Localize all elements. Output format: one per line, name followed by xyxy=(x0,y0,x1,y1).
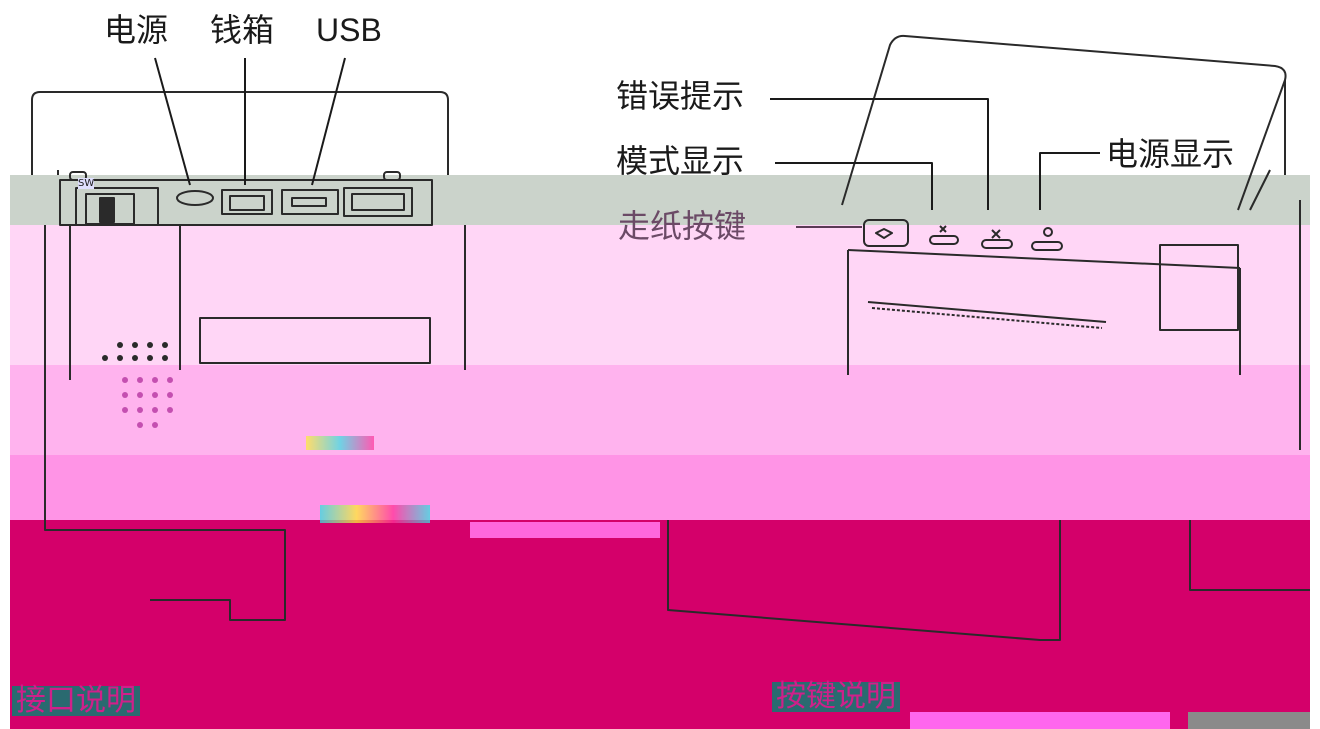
band-pink xyxy=(10,455,1310,520)
artifact-block xyxy=(1188,712,1310,729)
label-usb: USB xyxy=(316,12,382,48)
label-error-indicator: 错误提示 xyxy=(616,77,745,115)
band-gray xyxy=(10,175,1310,225)
caption-buttons: 按键说明 xyxy=(772,682,900,712)
rear-printer-body xyxy=(31,57,466,621)
artifact-block xyxy=(306,436,374,450)
label-feed-button: 走纸按键 xyxy=(618,207,747,245)
artifact-block xyxy=(320,505,430,523)
band-pink-mid xyxy=(10,365,1310,455)
label-mode-indicator: 模式显示 xyxy=(616,142,745,180)
artifact-block xyxy=(910,712,1170,729)
caption-interface: 接口说明 xyxy=(12,686,140,716)
band-magenta xyxy=(10,520,1310,729)
label-cash-drawer: 钱箱 xyxy=(210,11,275,49)
switch-mark: SW xyxy=(78,178,95,189)
artifact-block xyxy=(470,522,660,538)
label-power: 电源 xyxy=(104,11,169,49)
label-power-indicator: 电源显示 xyxy=(1106,135,1235,173)
front-printer-body xyxy=(667,34,1310,641)
band-pink-light xyxy=(10,225,1310,365)
